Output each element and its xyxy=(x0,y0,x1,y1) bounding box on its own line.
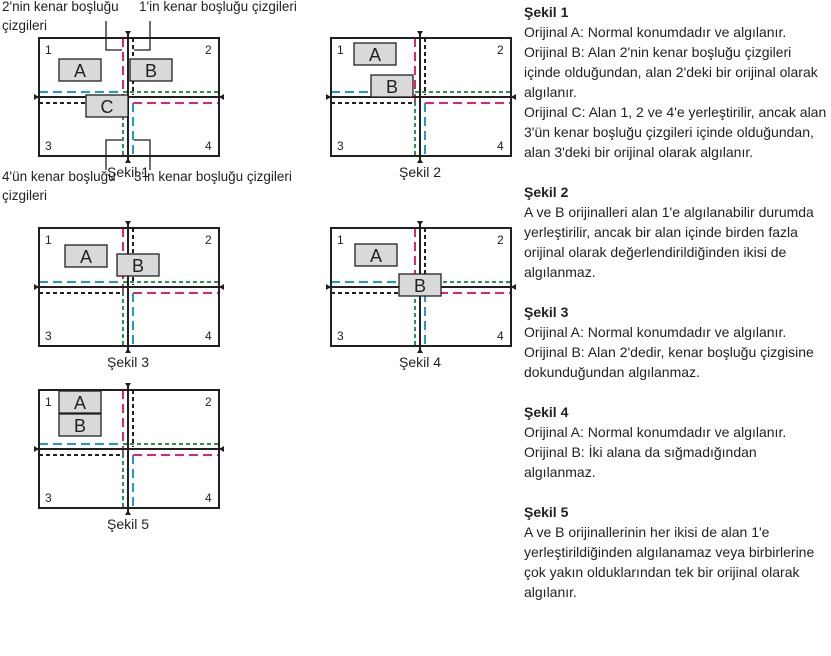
section-title: Şekil 3 xyxy=(524,304,569,320)
section-figure-4: Şekil 4 Orijinal A: Normal konumdadır ve … xyxy=(524,402,829,482)
original-document-B xyxy=(370,74,414,98)
figure-caption: Şekil 5 xyxy=(107,516,149,532)
figure-caption: Şekil 3 xyxy=(107,354,149,370)
leader-line xyxy=(105,21,122,51)
original-label: B xyxy=(414,276,426,296)
original-label: B xyxy=(132,256,144,276)
section-text: Orijinal B: Alan 2'nin kenar boşluğu çiz… xyxy=(524,44,818,100)
figure-2: 1 2 3 4 AB Şekil 2 xyxy=(326,31,516,180)
area-label: 4 xyxy=(497,139,504,153)
area-label: 1 xyxy=(45,395,52,409)
original-label: A xyxy=(80,247,92,267)
section-text: Orijinal A: Normal konumdadır ve algılan… xyxy=(524,424,787,440)
original-label: B xyxy=(74,416,86,436)
annotation-area1-margin: 1'in kenar boşluğu çizgileri xyxy=(139,0,297,14)
area-label: 3 xyxy=(45,491,52,505)
original-label: C xyxy=(101,97,114,117)
section-text: Orijinal A: Normal konumdadır ve algılan… xyxy=(524,24,787,40)
area-label: 3 xyxy=(45,329,52,343)
original-label: A xyxy=(74,61,86,81)
section-title: Şekil 2 xyxy=(524,184,569,200)
original-document-A xyxy=(353,42,397,66)
area-label: 2 xyxy=(205,43,212,57)
annotation-leaders xyxy=(105,21,151,170)
area-label: 1 xyxy=(337,233,344,247)
area-label: 4 xyxy=(497,329,504,343)
area-label: 4 xyxy=(205,491,212,505)
section-text: A ve B orijinallerinin her ikisi de alan… xyxy=(524,524,815,600)
section-text: Orijinal B: Alan 2'dedir, kenar boşluğu … xyxy=(524,344,814,380)
original-document-A xyxy=(354,243,398,267)
area-label: 3 xyxy=(337,139,344,153)
area-label: 4 xyxy=(205,139,212,153)
figure-5: 1 2 3 4 AB Şekil 5 xyxy=(34,383,224,532)
original-document-B xyxy=(398,273,442,297)
original-document-A xyxy=(64,244,108,268)
original-document-A xyxy=(58,58,102,82)
leader-line xyxy=(134,139,151,170)
explanations: Şekil 1 Orijinal A: Normal konumdadır ve … xyxy=(524,2,829,622)
area-label: 4 xyxy=(205,329,212,343)
section-text: A ve B orijinalleri alan 1'e algılanabil… xyxy=(524,204,814,280)
area-label: 2 xyxy=(205,395,212,409)
original-document-C xyxy=(85,94,129,118)
leader-line xyxy=(134,21,151,51)
area-label: 1 xyxy=(45,43,52,57)
original-label: A xyxy=(369,45,381,65)
area-label: 1 xyxy=(45,233,52,247)
area-label: 2 xyxy=(205,233,212,247)
section-text: Orijinal A: Normal konumdadır ve algılan… xyxy=(524,324,787,340)
original-document-B xyxy=(129,58,173,82)
figure-3: 1 2 3 4 A B Şekil 3 xyxy=(34,221,224,370)
figure-1: 1 2 3 4 A B C Şekil 1 xyxy=(34,31,224,180)
original-label: A xyxy=(74,393,86,413)
section-figure-2: Şekil 2 A ve B orijinalleri alan 1'e algı… xyxy=(524,182,829,282)
area-label: 3 xyxy=(337,329,344,343)
original-label: A xyxy=(370,246,382,266)
original-label: B xyxy=(386,77,398,97)
original-document-A xyxy=(58,390,102,414)
area-label: 2 xyxy=(497,43,504,57)
section-text: Orijinal C: Alan 1, 2 ve 4'e yerleştiril… xyxy=(524,104,827,160)
original-document-B xyxy=(116,253,160,277)
area-label: 3 xyxy=(45,139,52,153)
area-label: 1 xyxy=(337,43,344,57)
section-figure-5: Şekil 5 A ve B orijinallerinin her ikisi … xyxy=(524,502,829,602)
annotation-area4-margin: 4'ün kenar boşluğu çizgileri xyxy=(2,169,116,203)
area-label: 2 xyxy=(497,233,504,247)
annotation-area3-margin: 3'in kenar boşluğu çizgileri xyxy=(134,169,292,184)
section-title: Şekil 4 xyxy=(524,404,569,420)
section-title: Şekil 1 xyxy=(524,4,569,20)
original-label: B xyxy=(145,61,157,81)
section-title: Şekil 5 xyxy=(524,504,569,520)
figure-caption: Şekil 4 xyxy=(399,354,441,370)
original-document-B xyxy=(58,413,102,437)
section-figure-3: Şekil 3 Orijinal A: Normal konumdadır ve … xyxy=(524,302,829,382)
section-figure-1: Şekil 1 Orijinal A: Normal konumdadır ve … xyxy=(524,2,829,162)
annotation-area2-margin: 2'nin kenar boşluğu çizgileri xyxy=(2,0,119,33)
section-text: Orijinal B: İki alana da sığmadığından a… xyxy=(524,444,757,480)
figure-caption: Şekil 2 xyxy=(399,164,441,180)
figure-caption: Şekil 1 xyxy=(107,164,149,180)
leader-line xyxy=(105,139,122,170)
figure-4: 1 2 3 4 A B Şekil 4 xyxy=(326,221,516,370)
